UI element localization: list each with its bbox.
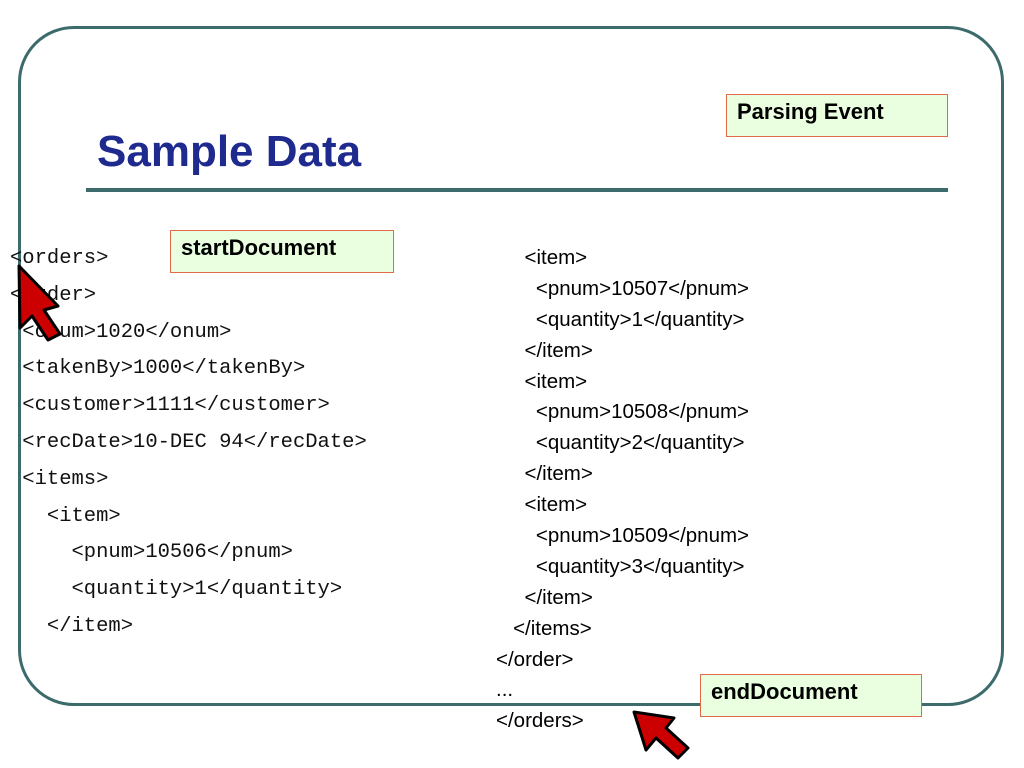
code-line: <quantity>1</quantity> (10, 578, 343, 602)
code-line: <quantity>1</quantity> (496, 307, 745, 331)
code-line: <orders> (10, 247, 109, 270)
code-line: <item> (496, 246, 588, 269)
xml-code-right: <item> <pnum>10507</pnum> <quantity>1</q… (496, 244, 749, 738)
code-line: <pnum>10508</pnum> (496, 400, 750, 424)
code-line: </item> (10, 614, 134, 638)
slide-title: Sample Data (97, 127, 362, 176)
code-line: <item> (10, 504, 121, 528)
code-line: <pnum>10507</pnum> (496, 276, 750, 300)
code-line: <item> (496, 493, 588, 517)
code-line: </items> (496, 616, 592, 640)
code-line: <item> (496, 369, 588, 393)
code-line: <pnum>10506</pnum> (10, 541, 293, 565)
code-line: <pnum>10509</pnum> (496, 524, 750, 548)
code-line: <takenBy>1000</takenBy> (10, 357, 306, 381)
code-line: </item> (496, 585, 593, 609)
code-line: <quantity>3</quantity> (496, 554, 745, 578)
code-line: <items> (10, 467, 109, 491)
code-line: </order> (496, 647, 574, 671)
code-line: </item> (496, 462, 593, 486)
code-line: <onum>1020</onum> (10, 320, 232, 344)
title-divider (86, 188, 948, 192)
end-document-label: endDocument (700, 674, 922, 717)
code-line: <customer>1111</customer> (10, 394, 330, 418)
slide-frame (18, 26, 1004, 706)
code-line: <quantity>2</quantity> (496, 431, 745, 455)
parsing-event-label: Parsing Event (726, 94, 948, 137)
code-line: </orders> (496, 709, 584, 733)
xml-code-left: <orders> <order> <onum>1020</onum> <take… (10, 244, 367, 649)
pointer-arrow-icon (632, 710, 690, 760)
code-line: <recDate>10-DEC 94</recDate> (10, 430, 367, 454)
start-document-label: startDocument (170, 230, 394, 273)
code-line: </item> (496, 338, 593, 362)
code-line: ... (496, 678, 514, 702)
pointer-arrow-icon (17, 264, 62, 342)
